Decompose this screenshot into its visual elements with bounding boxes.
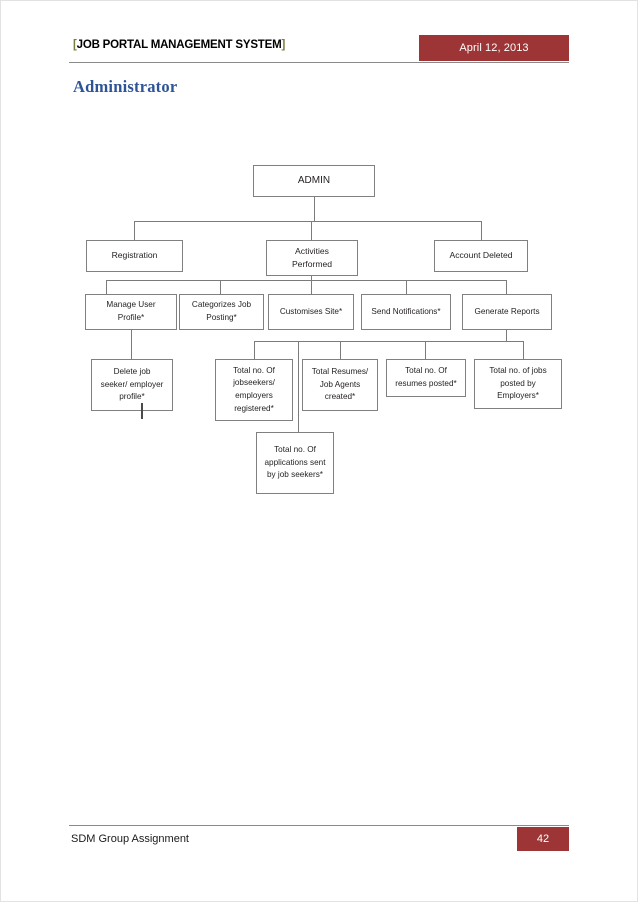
node-total-jobs-posted-line2: posted by <box>500 378 536 388</box>
node-total-jobs-posted: Total no. of jobs posted by Employers* <box>474 359 562 409</box>
edge-bus-level3 <box>254 341 523 342</box>
node-manage-user-profile-line1: Manage User <box>106 300 156 310</box>
bracket-open: [ <box>73 39 77 51</box>
node-send-notifications: Send Notifications* <box>361 294 451 330</box>
header-title: [JOB PORTAL MANAGEMENT SYSTEM] <box>73 39 285 51</box>
node-total-resumes-agents-line1: Total Resumes/ <box>311 366 369 376</box>
document-header: [JOB PORTAL MANAGEMENT SYSTEM] April 12,… <box>69 35 569 65</box>
footer-text: SDM Group Assignment <box>71 833 189 845</box>
edge-drop-customises <box>311 280 312 294</box>
node-delete-profile: Delete job seeker/ employer profile* <box>91 359 173 411</box>
edge-drop-activities <box>311 221 312 240</box>
node-customises-site: Customises Site* <box>268 294 354 330</box>
node-total-jobs-posted-line1: Total no. of jobs <box>489 365 547 375</box>
edge-admin-stem <box>314 197 315 221</box>
header-date-badge: April 12, 2013 <box>419 35 569 61</box>
node-total-jobseekers-line2: jobseekers/ <box>233 378 275 388</box>
node-activities-line2: Performed <box>291 259 333 269</box>
node-delete-profile-line3: profile* <box>119 392 145 402</box>
node-generate-reports-label: Generate Reports <box>474 306 540 316</box>
page-title: Administrator <box>73 77 178 96</box>
node-account-deleted-label: Account Deleted <box>449 250 513 261</box>
node-total-applications-line2: applications sent <box>264 457 326 467</box>
edge-drop-total-resumes-posted <box>425 341 426 359</box>
edge-delete-profile-tick <box>141 403 143 419</box>
page-number-badge: 42 <box>517 827 569 851</box>
node-registration-label: Registration <box>111 250 158 261</box>
node-generate-reports: Generate Reports <box>462 294 552 330</box>
node-total-applications: Total no. Of applications sent by job se… <box>256 432 334 494</box>
node-manage-user-profile: Manage User Profile* <box>85 294 177 330</box>
node-account-deleted: Account Deleted <box>434 240 528 272</box>
edge-drop-registration <box>134 221 135 240</box>
node-delete-profile-line1: Delete job <box>113 366 151 376</box>
node-total-applications-line1: Total no. Of <box>274 444 316 454</box>
edge-to-total-applications <box>298 359 299 432</box>
node-total-resumes-agents: Total Resumes/ Job Agents created* <box>302 359 378 411</box>
node-total-jobs-posted-line3: Employers* <box>497 391 539 401</box>
node-delete-profile-line2: seeker/ employer <box>100 379 164 389</box>
bracket-close: ] <box>281 39 286 51</box>
node-activities-performed: Activities Performed <box>266 240 358 276</box>
node-total-resumes-agents-line2: Job Agents <box>319 379 361 389</box>
node-admin-label: ADMIN <box>297 175 331 187</box>
node-manage-user-profile-line2: Profile* <box>117 313 145 322</box>
edge-bus-level1 <box>134 221 482 222</box>
node-total-resumes-posted-line1: Total no. Of <box>405 366 447 376</box>
node-total-applications-line3: by job seekers* <box>267 470 323 480</box>
node-total-resumes-posted-line2: resumes posted* <box>395 379 457 388</box>
edge-drop-manage-user-profile <box>106 280 107 294</box>
edge-drop-total-jobs-posted <box>523 341 524 359</box>
node-total-resumes-posted: Total no. Of resumes posted* <box>386 359 466 397</box>
node-customises-site-label: Customises Site* <box>279 306 343 316</box>
header-title-text: JOB PORTAL MANAGEMENT SYSTEM <box>76 39 282 51</box>
node-total-jobseekers-line3: employers <box>235 391 273 400</box>
node-registration: Registration <box>86 240 183 272</box>
edge-drop-generate-reports <box>506 280 507 294</box>
node-total-jobseekers-line4: registered* <box>234 403 274 413</box>
edge-drop-total-jobseekers <box>254 341 255 359</box>
edge-drop-categorizes <box>220 280 221 294</box>
edge-drop-total-resumes-agents-left <box>340 341 341 359</box>
node-categorizes-line1: Categorizes Job <box>191 300 252 310</box>
edge-drop-account-deleted <box>481 221 482 240</box>
node-categorizes-job-posting: Categorizes Job Posting* <box>179 294 264 330</box>
edge-drop-send-notifications <box>406 280 407 294</box>
edge-drop-total-resumes-agents <box>298 341 299 359</box>
edge-manage-to-delete <box>131 330 132 359</box>
node-total-resumes-agents-line3: created* <box>324 392 356 402</box>
node-activities-line1: Activities <box>295 245 329 256</box>
edge-generate-reports-stem <box>506 330 507 341</box>
edge-bus-level2 <box>106 280 506 281</box>
node-total-jobseekers-line1: Total no. Of <box>233 365 275 375</box>
footer-divider <box>69 825 569 826</box>
node-admin: ADMIN <box>253 165 375 197</box>
header-divider <box>69 62 569 63</box>
node-categorizes-line2: Posting* <box>206 313 237 322</box>
node-total-jobseekers: Total no. Of jobseekers/ employers regis… <box>215 359 293 421</box>
node-send-notifications-label: Send Notifications* <box>371 306 441 316</box>
